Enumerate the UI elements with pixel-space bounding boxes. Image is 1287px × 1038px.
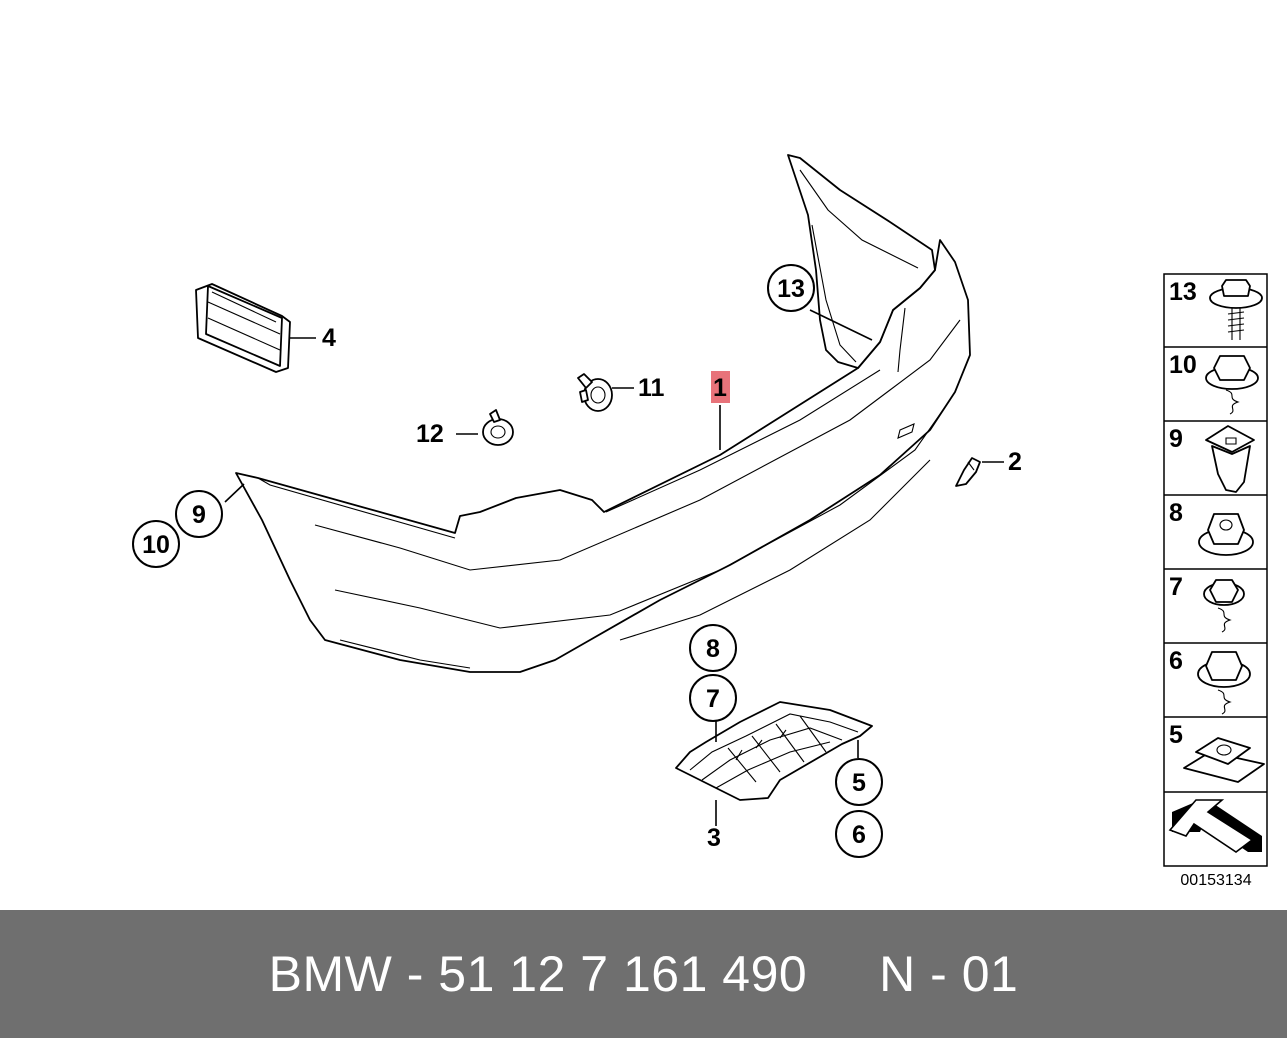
callout-6: 6: [835, 810, 883, 858]
hex-nut-collar-icon: [1198, 513, 1254, 556]
legend-num-9: 9: [1169, 425, 1183, 453]
callout-10: 10: [132, 520, 180, 568]
label-4: 4: [322, 324, 336, 352]
svg-text:10: 10: [142, 531, 170, 559]
highlight-box: [711, 371, 730, 403]
fastener-legend: 13 10 9 8 7: [1163, 273, 1268, 867]
reference-number: 00153134: [1180, 872, 1251, 889]
svg-text:9: 9: [192, 501, 206, 529]
legend-num-13: 13: [1169, 278, 1197, 306]
grille-insert-part: [195, 283, 291, 373]
hex-bolt-icon: [1197, 651, 1251, 715]
hex-bolt-washer-icon: [1205, 355, 1259, 415]
part-number-text: BMW - 51 12 7 161 490 N - 01: [268, 946, 1019, 1002]
legend-num-8: 8: [1169, 499, 1183, 527]
svg-text:1: 1: [713, 374, 727, 402]
legend-num-5: 5: [1169, 721, 1183, 749]
svg-text:6: 6: [852, 821, 866, 849]
label-3: 3: [707, 824, 721, 852]
spring-nut-clip-icon: [1183, 737, 1265, 783]
screw-washer-icon: [1209, 279, 1263, 340]
callout-5: 5: [835, 758, 883, 806]
svg-text:7: 7: [706, 685, 720, 713]
label-1-highlighted: 1: [711, 371, 730, 403]
svg-text:5: 5: [852, 769, 866, 797]
expanding-nut-icon: [1205, 425, 1255, 493]
label-12: 12: [416, 420, 444, 448]
svg-text:13: 13: [777, 275, 805, 303]
part-number-footer: BMW - 51 12 7 161 490 N - 01: [0, 910, 1287, 1038]
callout-9: 9: [175, 490, 223, 538]
parts-diagram: 13 9 10 8 7 5 6 4 11 12 2 3 1: [132, 154, 1268, 889]
callout-13: 13: [767, 264, 815, 312]
callout-8: 8: [689, 624, 737, 672]
leader-lines: [224, 309, 1004, 826]
legend-num-7: 7: [1169, 573, 1183, 601]
clip-part-12: [482, 409, 514, 446]
label-2: 2: [1008, 448, 1022, 476]
clip-part-11: [577, 373, 613, 412]
front-direction-arrow-icon: [1168, 799, 1262, 853]
legend-num-10: 10: [1169, 351, 1197, 379]
underbody-cover-part: [675, 701, 873, 801]
legend-num-6: 6: [1169, 647, 1183, 675]
hex-screw-icon: [1203, 579, 1245, 633]
svg-text:8: 8: [706, 635, 720, 663]
callout-7: 7: [689, 674, 737, 722]
bracket-part-2: [955, 457, 981, 487]
label-11: 11: [638, 374, 665, 402]
rear-bumper-panel: [235, 154, 971, 673]
